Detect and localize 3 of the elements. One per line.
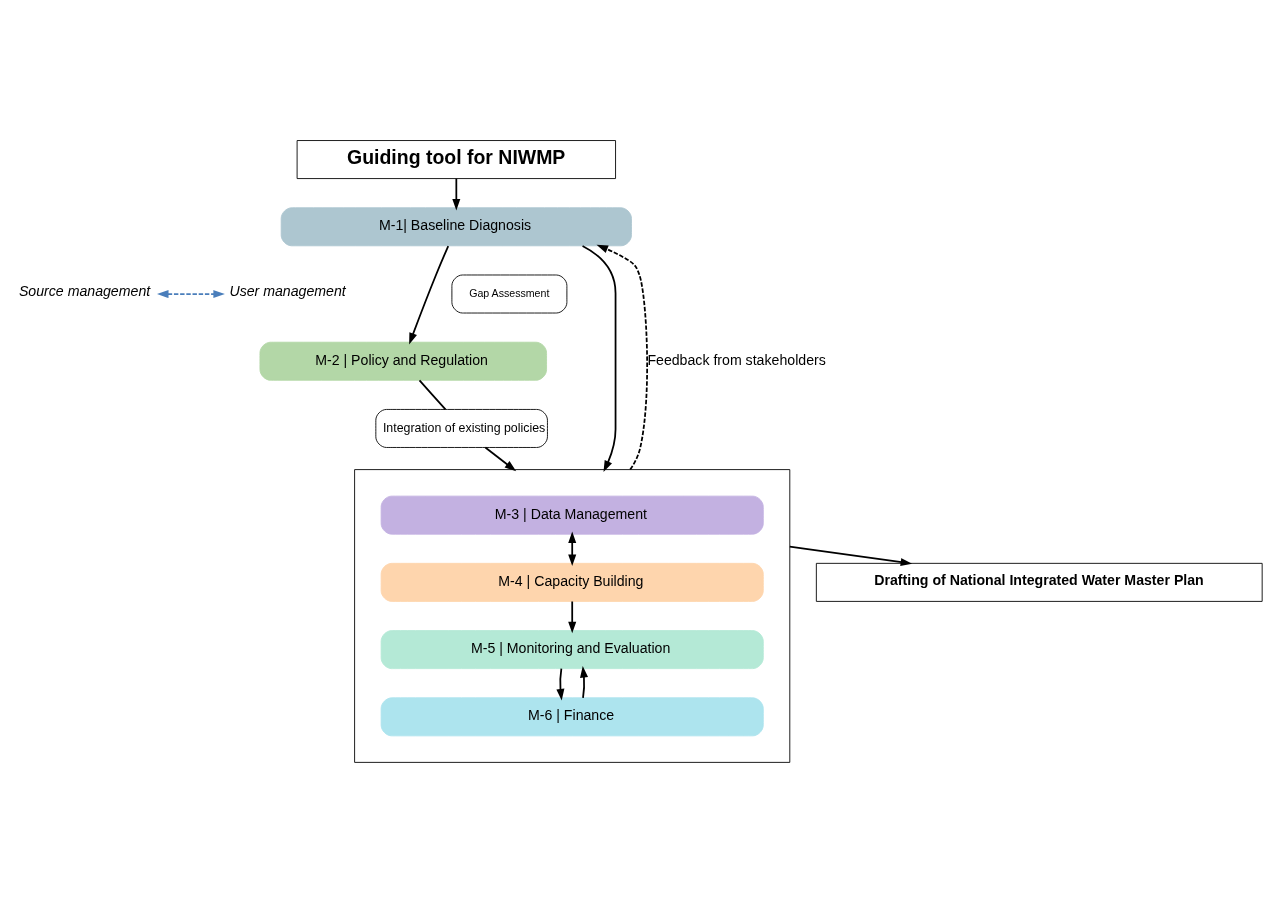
node-text: Source management — [18, 282, 151, 299]
edge-label: Feedback from stakeholders — [647, 351, 826, 368]
node-text: User management — [229, 282, 346, 299]
